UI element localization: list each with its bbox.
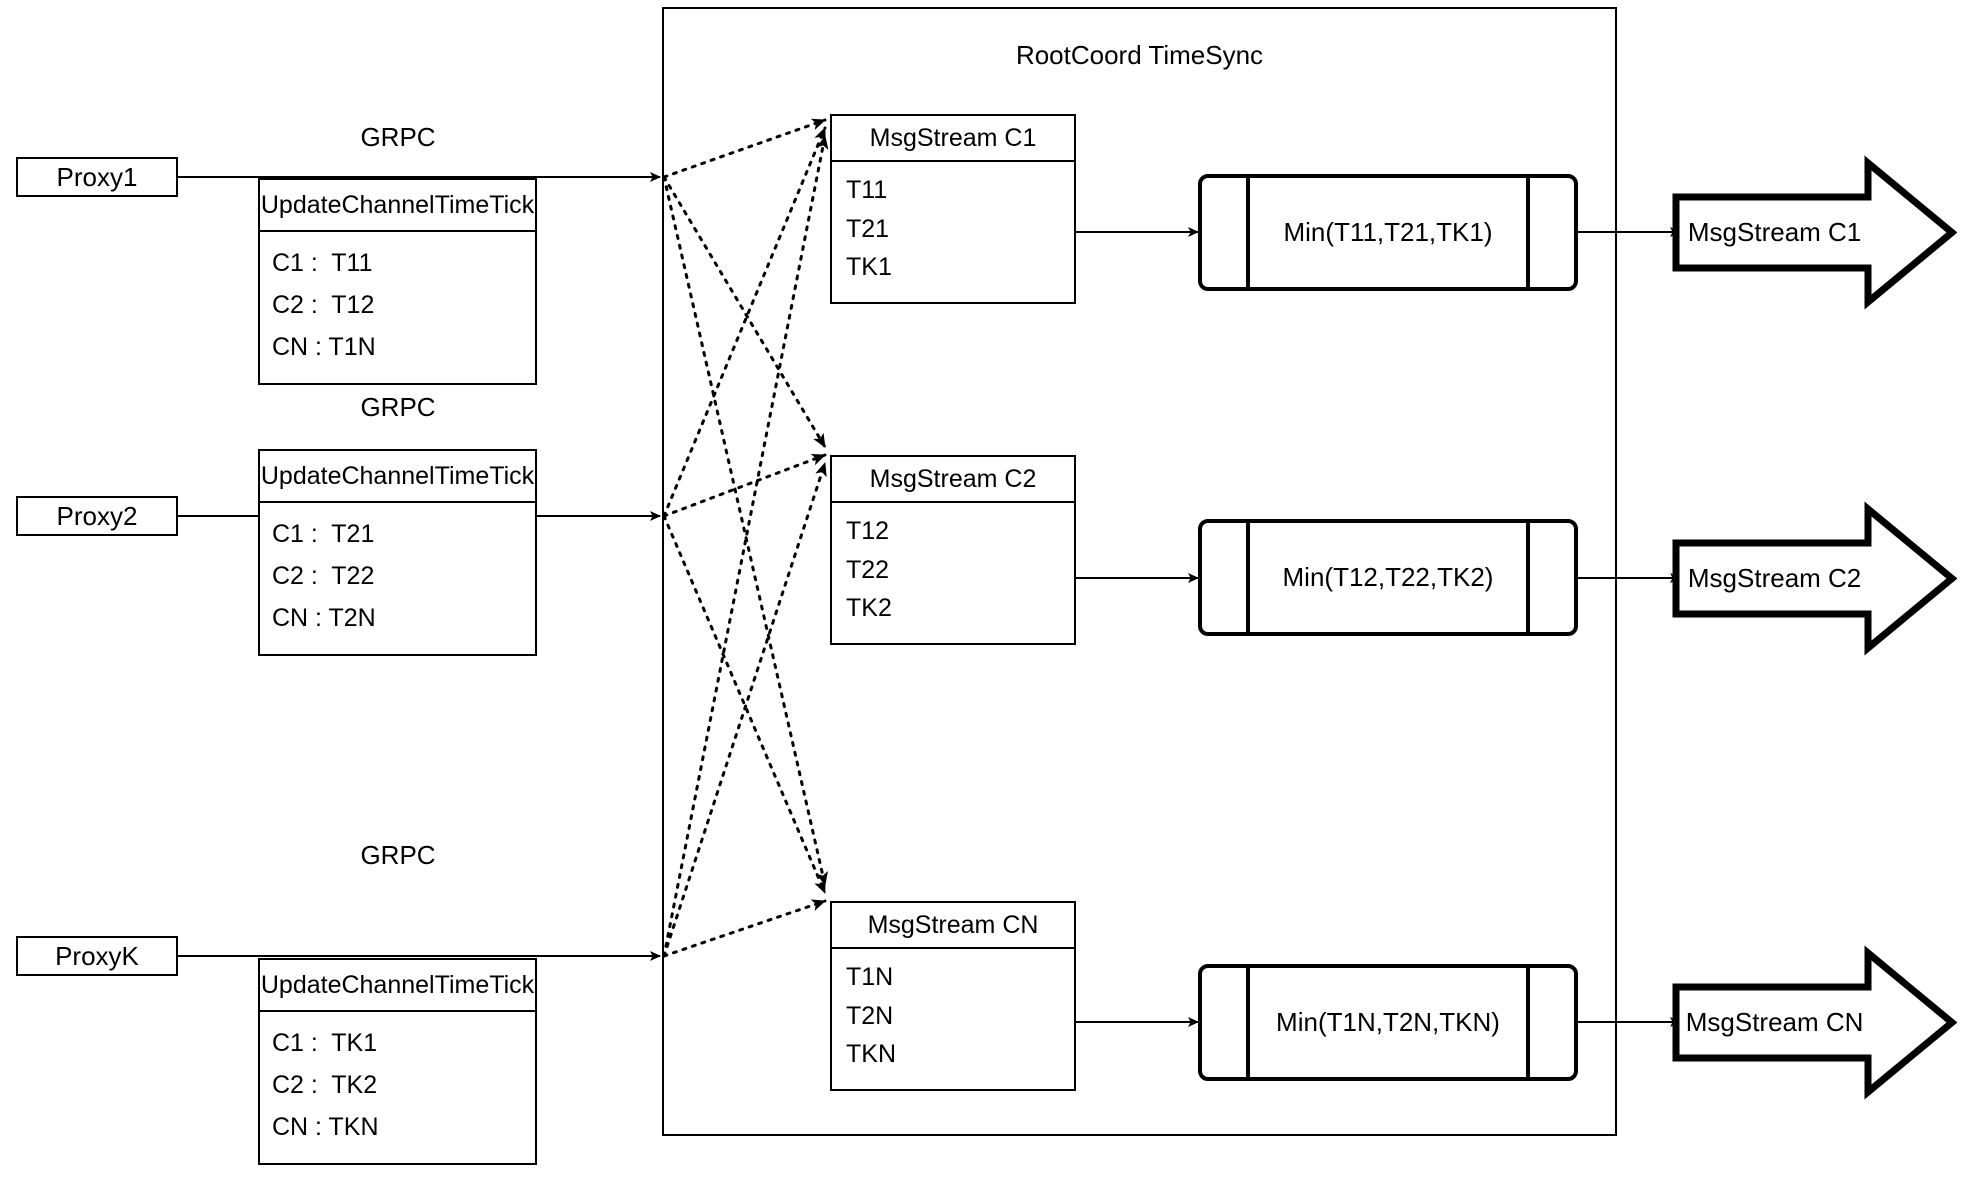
process-right-bar xyxy=(1526,968,1574,1077)
min-label-cn: Min(T1N,T2N,TKN) xyxy=(1276,1007,1500,1037)
uct-row: C2 : T12 xyxy=(272,291,375,319)
grpc-label-k: GRPC xyxy=(360,840,436,870)
msgstream-row: TKN xyxy=(846,1040,896,1069)
msgstream-body-cn: T1N T2N TKN xyxy=(832,949,1074,1089)
min-process-c2: Min(T12,T22,TK2) xyxy=(1198,519,1578,636)
min-label-c1: Min(T11,T21,TK1) xyxy=(1283,217,1493,247)
process-left-bar xyxy=(1202,523,1250,632)
msgstream-box-cn: MsgStream CN T1N T2N TKN xyxy=(830,901,1076,1091)
msgstream-row: TK2 xyxy=(846,594,892,623)
uct-body-1: C1 : T11 C2 : T12 CN : T1N xyxy=(260,232,535,383)
msgstream-row: TK1 xyxy=(846,253,892,282)
proxy-box-k[interactable]: ProxyK xyxy=(16,936,178,976)
proxy-box-1[interactable]: Proxy1 xyxy=(16,157,178,197)
msgstream-box-c1: MsgStream C1 T11 T21 TK1 xyxy=(830,114,1076,304)
update-channel-timetick-2: UpdateChannelTimeTick C1 : T21 C2 : T22 … xyxy=(258,449,537,656)
msgstream-row: T12 xyxy=(846,516,890,545)
uct-row: C1 : TK1 xyxy=(272,1029,378,1057)
min-label-c2: Min(T12,T22,TK2) xyxy=(1282,562,1494,592)
uct-row: CN : T2N xyxy=(272,604,376,632)
uct-row: C2 : TK2 xyxy=(272,1071,378,1099)
proxy-box-2[interactable]: Proxy2 xyxy=(16,496,178,536)
min-process-cn: Min(T1N,T2N,TKN) xyxy=(1198,964,1578,1081)
uct-body-k: C1 : TK1 C2 : TK2 CN : TKN xyxy=(260,1012,535,1163)
uct-header-1: UpdateChannelTimeTick xyxy=(260,180,535,232)
rootcoord-container xyxy=(662,7,1617,1136)
msgstream-header-c1: MsgStream C1 xyxy=(832,116,1074,162)
uct-row: CN : T1N xyxy=(272,333,376,361)
msgstream-box-c2: MsgStream C2 T12 T22 TK2 xyxy=(830,455,1076,645)
uct-row: C1 : T21 xyxy=(272,520,375,548)
msgstream-header-cn: MsgStream CN xyxy=(832,903,1074,949)
msgstream-row: T1N xyxy=(846,962,894,991)
min-process-c1: Min(T11,T21,TK1) xyxy=(1198,174,1578,291)
output-msgstream-c1-label: MsgStream C1 xyxy=(1687,217,1862,247)
msgstream-row: T21 xyxy=(846,214,890,243)
process-right-bar xyxy=(1526,523,1574,632)
output-msgstream-cn: MsgStream CN xyxy=(1672,945,1957,1100)
msgstream-body-c2: T12 T22 TK2 xyxy=(832,503,1074,643)
output-msgstream-c2: MsgStream C2 xyxy=(1672,501,1957,656)
process-right-bar xyxy=(1526,178,1574,287)
uct-header-2: UpdateChannelTimeTick xyxy=(260,451,535,503)
output-msgstream-c1: MsgStream C1 xyxy=(1672,155,1957,310)
grpc-label-2: GRPC xyxy=(360,392,436,422)
msgstream-row: T22 xyxy=(846,555,890,584)
process-left-bar xyxy=(1202,968,1250,1077)
uct-row: CN : TKN xyxy=(272,1113,379,1141)
process-left-bar xyxy=(1202,178,1250,287)
uct-row: C1 : T11 xyxy=(272,249,373,277)
uct-row: C2 : T22 xyxy=(272,562,375,590)
msgstream-row: T2N xyxy=(846,1001,894,1030)
rootcoord-title: RootCoord TimeSync xyxy=(1015,40,1264,70)
grpc-label-1: GRPC xyxy=(360,122,436,152)
update-channel-timetick-1: UpdateChannelTimeTick C1 : T11 C2 : T12 … xyxy=(258,178,537,385)
msgstream-header-c2: MsgStream C2 xyxy=(832,457,1074,503)
output-msgstream-c2-label: MsgStream C2 xyxy=(1687,563,1862,593)
msgstream-body-c1: T11 T21 TK1 xyxy=(832,162,1074,302)
output-msgstream-cn-label: MsgStream CN xyxy=(1685,1007,1864,1037)
uct-header-k: UpdateChannelTimeTick xyxy=(260,960,535,1012)
update-channel-timetick-k: UpdateChannelTimeTick C1 : TK1 C2 : TK2 … xyxy=(258,958,537,1165)
msgstream-row: T11 xyxy=(846,175,888,204)
uct-body-2: C1 : T21 C2 : T22 CN : T2N xyxy=(260,503,535,654)
